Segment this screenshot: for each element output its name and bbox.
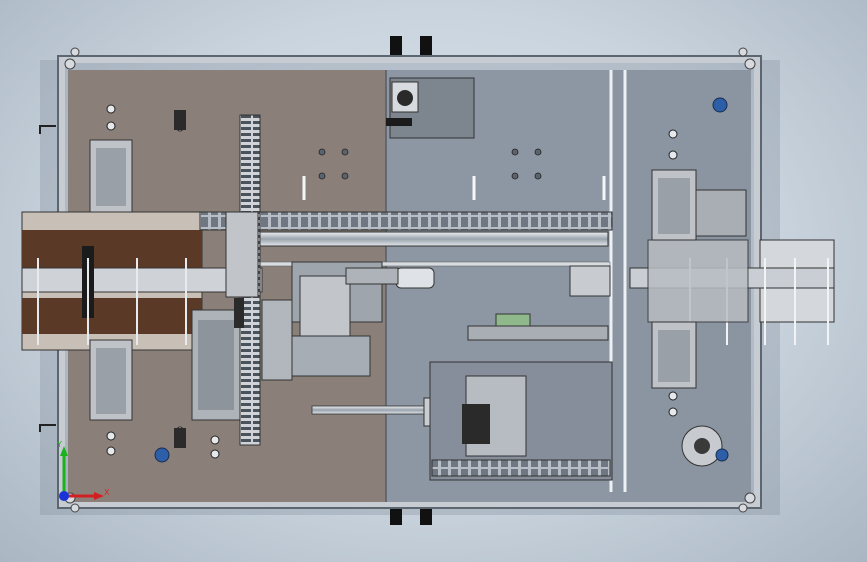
right-bolts [668, 129, 678, 417]
top-motor [386, 77, 475, 139]
triad-y-label: Y [57, 440, 62, 449]
white-pegs [302, 176, 606, 200]
left-conveyor-belt [21, 267, 263, 293]
left-linear-modules [89, 139, 241, 421]
side-clips [39, 125, 56, 432]
center-mechanism [225, 211, 435, 377]
lower-drive-assembly [429, 265, 613, 481]
mounting-holes [318, 148, 542, 180]
blue-markers [154, 97, 729, 463]
main-guide-rail [257, 231, 609, 247]
sensor-blocks [174, 110, 244, 448]
corner-brackets [64, 47, 756, 513]
transfer-chain [199, 211, 613, 231]
coordinate-triad [59, 446, 104, 501]
roller-hub [694, 438, 710, 454]
machine-feet [390, 36, 432, 525]
triad-x-label: X [104, 488, 110, 497]
right-linear-modules [647, 169, 749, 389]
left-conveyor-pins [37, 258, 187, 345]
